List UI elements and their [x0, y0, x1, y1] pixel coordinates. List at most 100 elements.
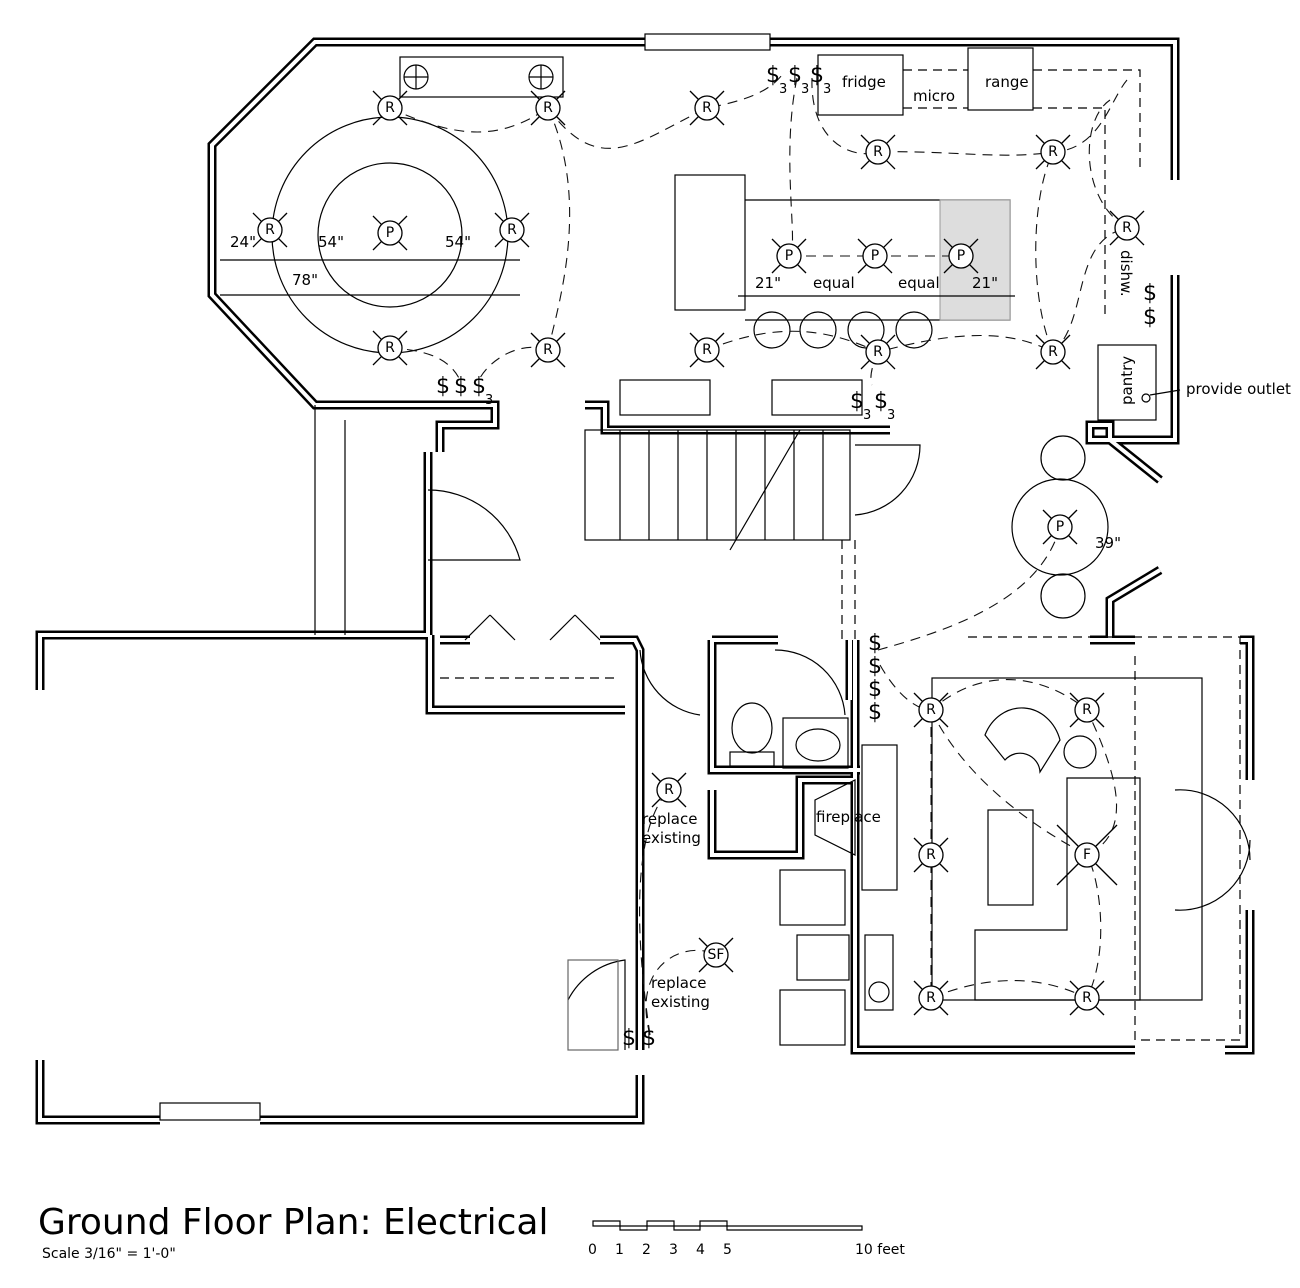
circuit-wiring [389, 74, 1129, 1036]
dimension-54-left: 54" [318, 233, 344, 251]
three-way-mark: 3 [485, 393, 493, 408]
ceiling-fan-icon: F [1056, 824, 1118, 886]
three-way-mark: 3 [887, 408, 895, 423]
dimension-54-right: 54" [445, 233, 471, 251]
switch-symbol: $ [810, 63, 824, 88]
recessed-light-icon: R [860, 134, 896, 170]
light-switch-icon: $ [868, 677, 882, 702]
scale-tick-label: 4 [696, 1242, 705, 1258]
recessed-light-icon: R [913, 692, 949, 728]
fixture-symbol: R [385, 340, 395, 356]
light-switch-icon: $ [1143, 305, 1157, 330]
fridge-label: fridge [842, 73, 886, 91]
switch-symbol: $ [454, 374, 468, 399]
scale-tick-label: 2 [642, 1242, 651, 1258]
switch-symbol: $ [868, 677, 882, 702]
dimension-21-right: 21" [972, 274, 998, 292]
pendant-light-icon: P [857, 238, 893, 274]
light-switch-icon: $ [868, 700, 882, 725]
recessed-light-icon: R [530, 90, 566, 126]
pendant-light-icon: P [943, 238, 979, 274]
fixture-symbol: R [926, 702, 936, 718]
light-switch-icon: $ [642, 1026, 656, 1051]
recessed-light-icon: R [689, 332, 725, 368]
fixture-symbol: P [957, 248, 965, 264]
recessed-light-icon: R [1069, 692, 1105, 728]
light-switch-icon: $3 [766, 63, 787, 97]
dimension-24: 24" [230, 233, 256, 251]
scale-tick-label: 0 [588, 1242, 597, 1258]
fixture-symbol: R [702, 100, 712, 116]
recessed-light-icon: R [1035, 134, 1071, 170]
pantry-label: pantry [1118, 356, 1136, 405]
switches: $3$3$3$$$3$3$3$$$$$$$$ [436, 63, 1157, 1051]
recessed-light-icon: R [530, 332, 566, 368]
fixture-symbol: R [873, 344, 883, 360]
labels: fridge micro range dishw. pantry provide… [230, 73, 1291, 1011]
switch-symbol: $ [436, 374, 450, 399]
recessed-light-icon: R [913, 980, 949, 1016]
fixture-symbol: F [1083, 847, 1091, 863]
recessed-light-icon: R [494, 212, 530, 248]
recessed-light-icon: R [1109, 210, 1145, 246]
fixture-symbol: R [1048, 144, 1058, 160]
fixture-symbol: R [543, 100, 553, 116]
fixture-symbol: P [1056, 519, 1064, 535]
exhaust-fan-icon: SF [698, 937, 734, 973]
switch-symbol: $ [874, 389, 888, 414]
dishwasher-label: dishw. [1117, 250, 1135, 297]
fireplace-label: fireplace [816, 808, 881, 826]
replace-existing-label: replace [651, 974, 706, 992]
fixtures-outline [159, 33, 1251, 1121]
light-switch-icon: $ [868, 631, 882, 656]
recessed-light-icon: R [860, 334, 896, 370]
three-way-mark: 3 [863, 408, 871, 423]
dimension-equal-2: equal [898, 274, 940, 292]
fixture-symbol: R [265, 222, 275, 238]
fixture-symbol: P [785, 248, 793, 264]
recessed-light-icon: R [1035, 334, 1071, 370]
provide-outlet-label: provide outlet [1186, 380, 1291, 398]
switch-symbol: $ [868, 700, 882, 725]
walls [35, 37, 1255, 1125]
fixture-symbol: R [543, 342, 553, 358]
fixture-symbol: R [1122, 220, 1132, 236]
switch-symbol: $ [622, 1026, 636, 1051]
light-switch-icon: $ [1143, 281, 1157, 306]
recessed-light-icon: R [689, 90, 725, 126]
switch-symbol: $ [642, 1026, 656, 1051]
scale-tick-label: 3 [669, 1242, 678, 1258]
fixture-symbol: R [507, 222, 517, 238]
fixture-symbol: P [871, 248, 879, 264]
recessed-light-icon: R [252, 212, 288, 248]
switch-symbol: $ [868, 631, 882, 656]
recessed-light-icon: R [372, 90, 408, 126]
fixture-symbol: R [664, 782, 674, 798]
light-switch-icon: $ [436, 374, 450, 399]
dimension-equal-1: equal [813, 274, 855, 292]
switch-symbol: $ [850, 389, 864, 414]
fixture-symbol: R [1082, 702, 1092, 718]
fixture-symbol: R [702, 342, 712, 358]
light-switch-icon: $ [622, 1026, 636, 1051]
fixture-symbol: R [1048, 344, 1058, 360]
light-switch-icon: $3 [810, 63, 831, 97]
plan-title: Ground Floor Plan: Electrical [38, 1202, 549, 1243]
pendant-light-icon: P [771, 238, 807, 274]
fixture-symbol: P [386, 225, 394, 241]
range-label: range [985, 73, 1029, 91]
switch-symbol: $ [1143, 281, 1157, 306]
light-switch-icon: $ [454, 374, 468, 399]
micro-label: micro [913, 87, 955, 105]
scale-tick-label: 1 [615, 1242, 624, 1258]
replace-existing-label: replace [642, 810, 697, 828]
scale-note: Scale 3/16" = 1'-0" [42, 1246, 176, 1262]
switch-symbol: $ [1143, 305, 1157, 330]
dimension-21-left: 21" [755, 274, 781, 292]
fixture-symbol: R [926, 847, 936, 863]
recessed-light-icon: R [651, 772, 687, 808]
scale-tick-label: 5 [723, 1242, 732, 1258]
recessed-light-icon: R [913, 837, 949, 873]
